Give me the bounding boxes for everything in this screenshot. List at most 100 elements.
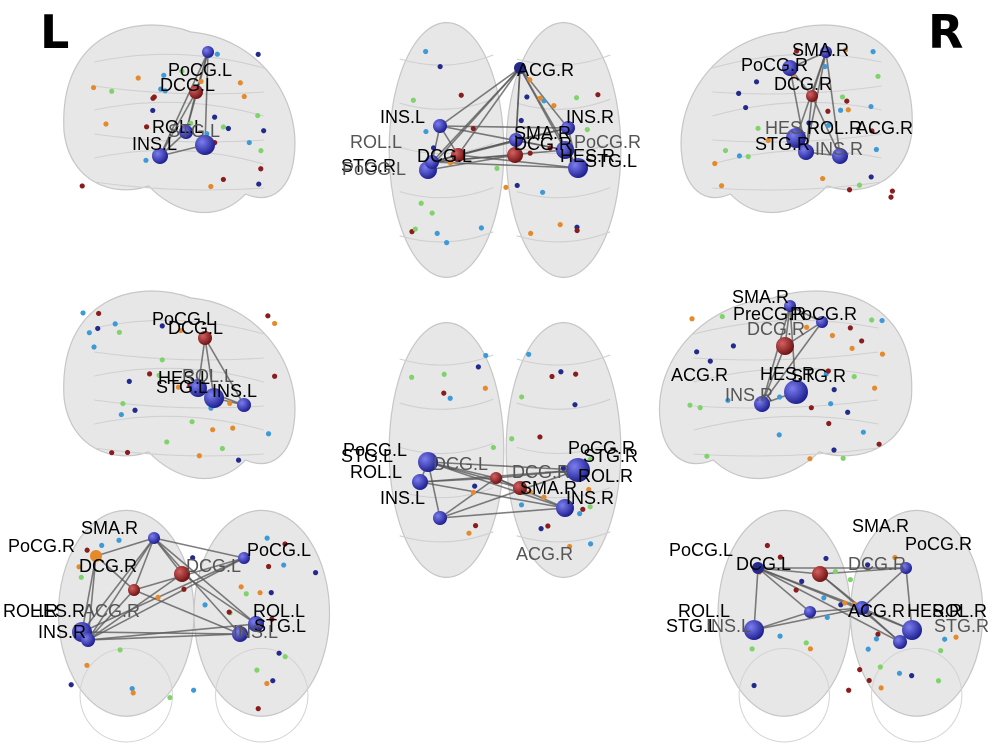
roi-node	[804, 324, 810, 330]
hub-node	[776, 337, 794, 355]
roi-node	[877, 664, 883, 670]
roi-label: ROL.R	[932, 601, 987, 621]
roi-node	[837, 107, 844, 113]
gyrus-line	[94, 415, 264, 431]
roi-node	[150, 95, 156, 101]
hub-node	[248, 616, 264, 632]
roi-node	[587, 541, 594, 547]
roi-node	[846, 687, 852, 693]
roi-node	[743, 104, 749, 111]
left-side-label: L	[40, 5, 69, 59]
roi-node	[472, 483, 478, 489]
roi-node	[865, 562, 871, 568]
hub-node	[232, 626, 248, 642]
roi-node	[825, 108, 831, 114]
roi-label: PoCG.R	[574, 132, 641, 152]
roi-label: PoCG.L	[343, 440, 407, 460]
connection-edge	[439, 477, 497, 519]
gyrus-line	[94, 181, 264, 191]
roi-node	[871, 385, 878, 391]
gyrus-line	[94, 133, 264, 143]
roi-node	[838, 602, 844, 608]
roi-node	[146, 371, 153, 377]
roi-node	[272, 373, 278, 379]
roi-node	[410, 97, 416, 103]
roi-node	[909, 673, 915, 679]
roi-label: HES.L	[158, 368, 210, 388]
hub-node	[754, 396, 770, 412]
roi-node	[537, 95, 543, 101]
roi-node	[572, 402, 578, 408]
hub-node	[189, 85, 203, 99]
roi-node	[873, 636, 880, 642]
roi-node	[76, 564, 82, 570]
roi-node	[80, 310, 86, 316]
roi-node	[808, 405, 814, 411]
roi-node	[208, 183, 214, 190]
roi-node	[825, 122, 832, 128]
gyrus-line	[399, 354, 494, 366]
temporal-lobe-outline	[738, 647, 830, 743]
connection-edge	[861, 607, 901, 643]
roi-label: PoCG.R	[905, 534, 972, 554]
roi-node	[879, 351, 886, 357]
roi-node	[117, 647, 123, 653]
roi-label: PoCG.R	[568, 438, 635, 458]
connection-edge	[825, 51, 841, 157]
roi-label: DCG.L	[417, 146, 472, 166]
roi-node	[441, 390, 447, 396]
roi-node	[857, 667, 863, 673]
roi-label: PreCG.R	[733, 304, 806, 324]
roi-label: INS.L	[380, 488, 425, 508]
roi-label: ROL.R	[578, 466, 633, 486]
roi-node	[587, 504, 593, 510]
roi-node	[126, 378, 132, 384]
temporal-lobe-outline	[79, 647, 173, 743]
hub-node	[490, 472, 502, 484]
gyrus-line	[516, 187, 611, 199]
roi-node	[689, 316, 695, 322]
roi-node	[264, 535, 270, 541]
roi-node	[547, 145, 553, 151]
hub-node	[566, 458, 590, 482]
roi-node	[116, 537, 122, 543]
roi-node	[90, 84, 97, 91]
roi-node	[143, 124, 150, 130]
hub-node	[561, 121, 575, 135]
roi-node	[188, 120, 194, 126]
roi-node	[118, 411, 124, 418]
roi-node	[730, 343, 736, 349]
hub-node	[451, 148, 465, 162]
connection-edge	[761, 305, 791, 405]
hub-node	[786, 128, 806, 148]
gyrus-line	[399, 442, 494, 455]
gyrus-line	[712, 149, 882, 165]
roi-node	[587, 456, 593, 463]
right-hemisphere	[849, 509, 984, 717]
roi-node	[412, 226, 418, 232]
roi-node	[235, 457, 242, 463]
roi-node	[868, 174, 874, 180]
roi-node	[434, 230, 440, 236]
hub-node	[798, 144, 814, 160]
hub-node	[174, 566, 190, 582]
roi-node	[159, 323, 165, 329]
roi-node	[84, 547, 90, 553]
roi-node	[755, 125, 761, 131]
connection-edge	[95, 537, 155, 557]
hub-node	[202, 46, 214, 58]
roi-node	[181, 586, 187, 592]
roi-label: HES.R	[765, 118, 820, 138]
roi-node	[219, 445, 225, 452]
roi-node	[68, 682, 74, 688]
hub-node	[902, 620, 922, 640]
roi-node	[704, 453, 710, 459]
hub-node	[804, 606, 816, 618]
roi-label: STG.R	[791, 366, 846, 386]
roi-node	[549, 373, 555, 380]
roi-label: HES.R	[907, 601, 962, 621]
roi-node	[437, 63, 443, 70]
